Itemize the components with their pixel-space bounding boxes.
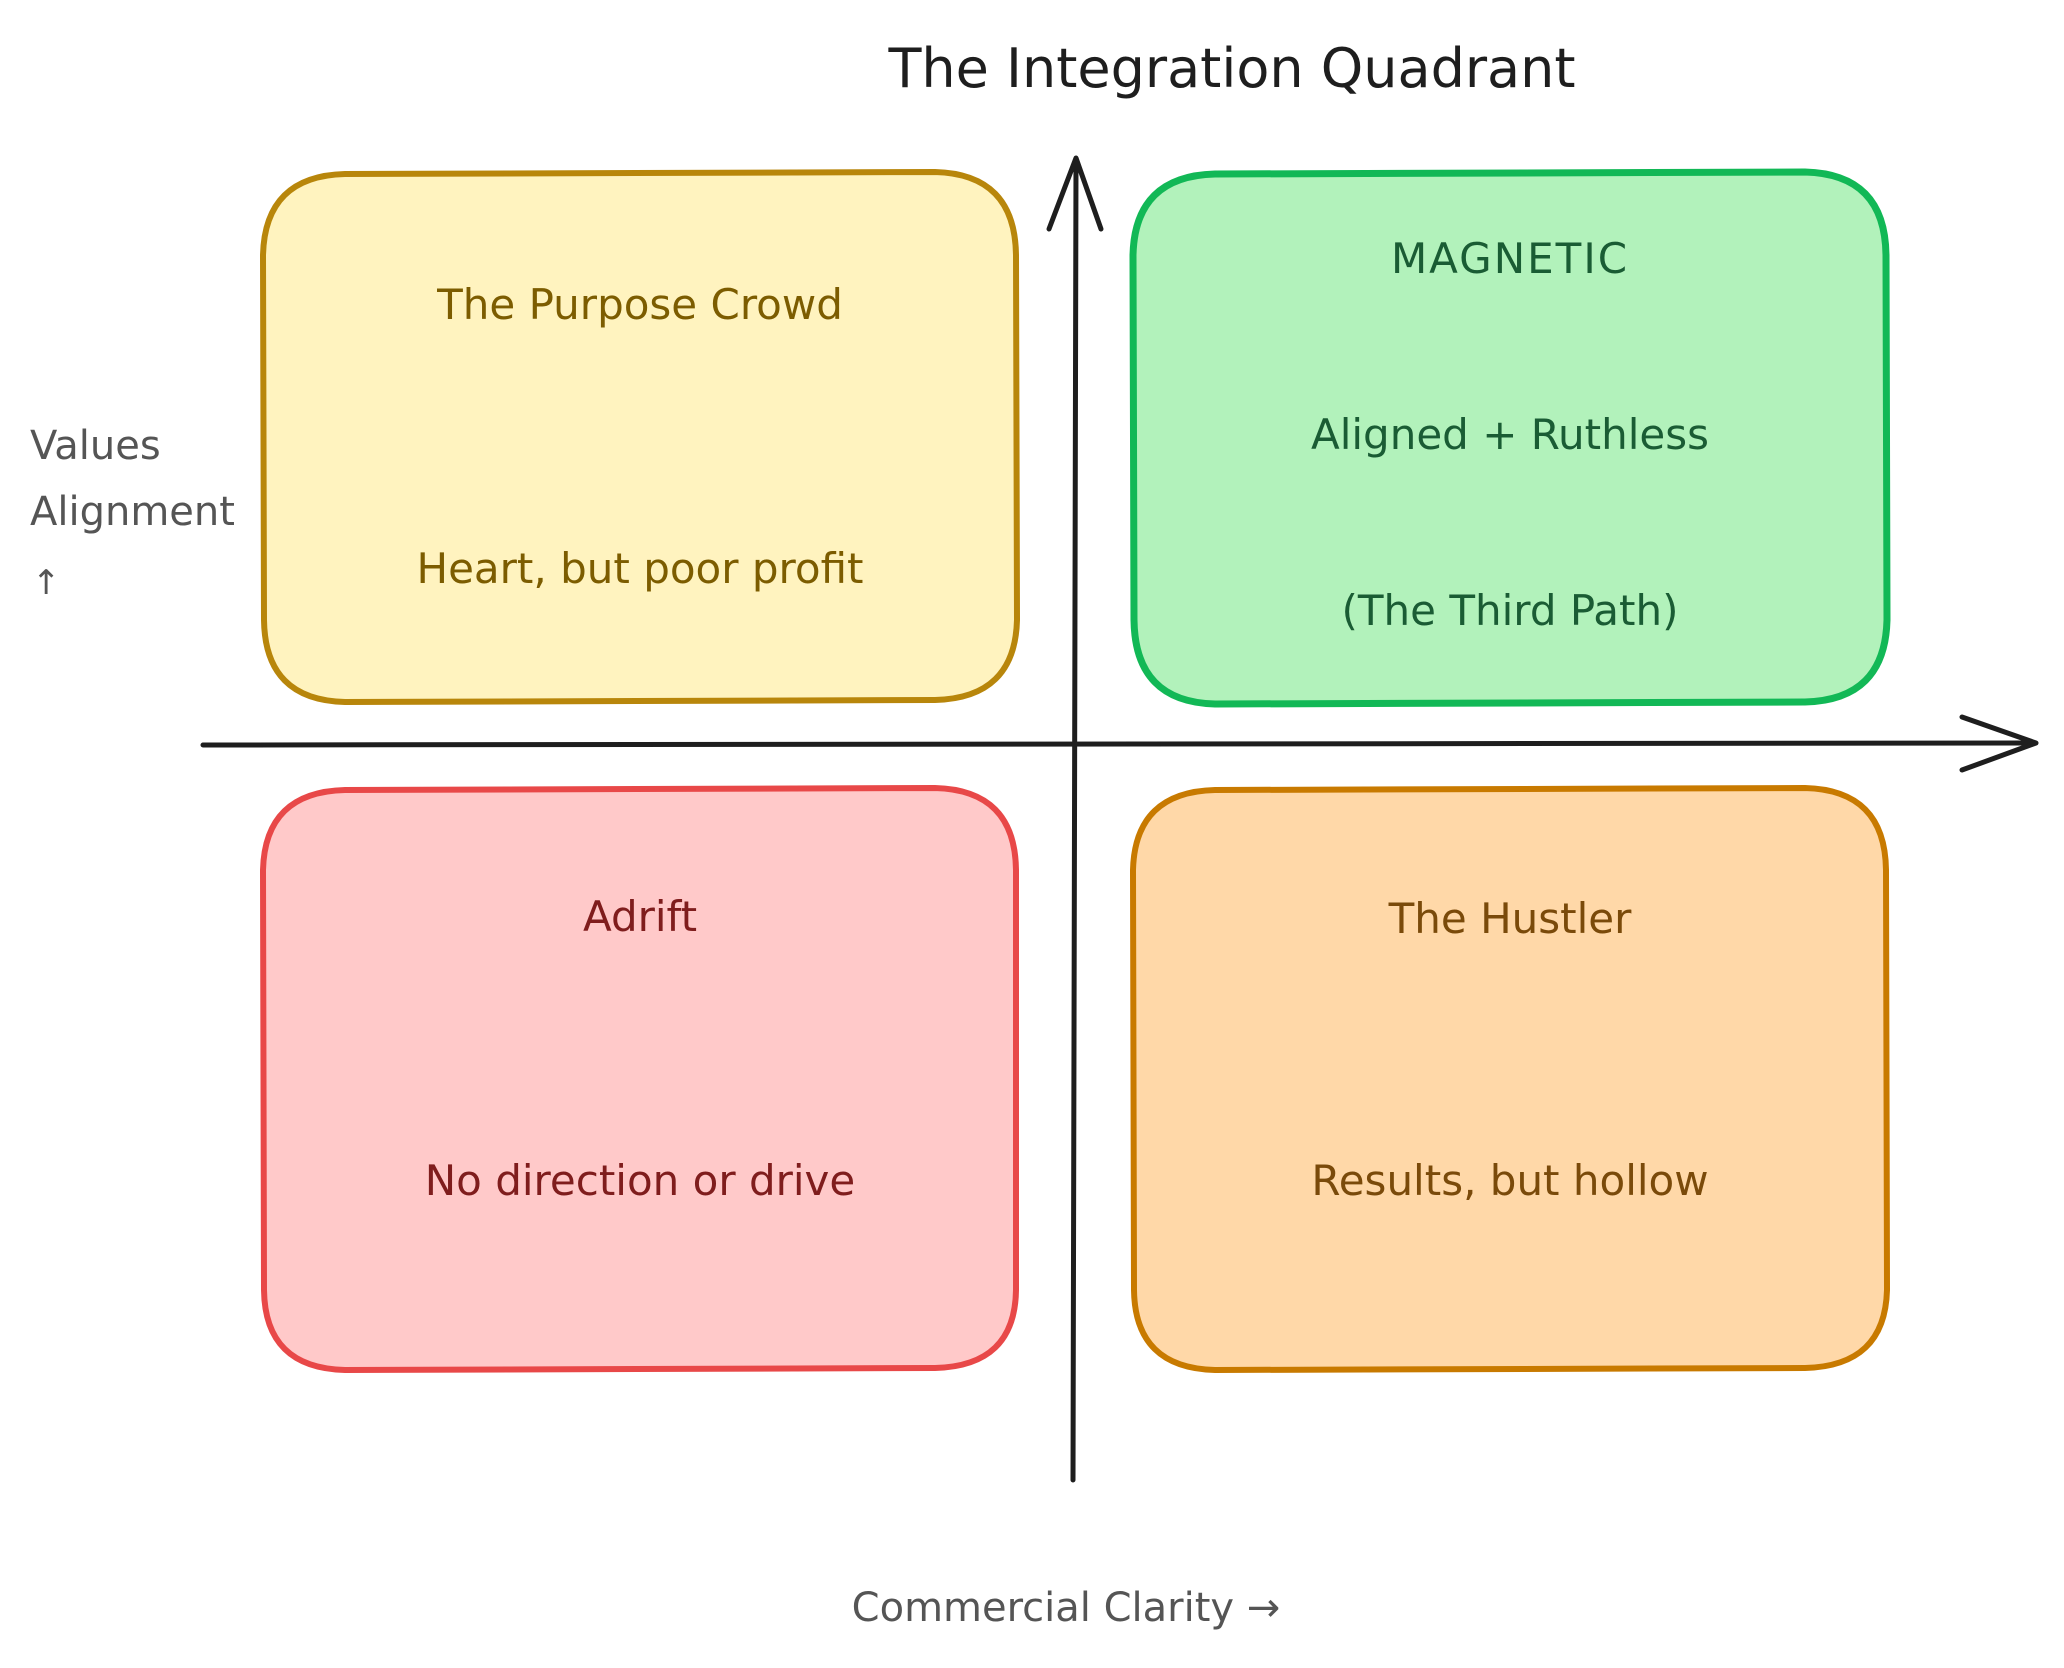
y-axis-label-line2: Alignment bbox=[30, 489, 235, 535]
quadrant-box-magnetic bbox=[1129, 168, 1891, 708]
x-axis-label: Commercial Clarity → bbox=[851, 1585, 1281, 1631]
hustler-description: Results, but hollow bbox=[1311, 1156, 1709, 1205]
hustler-heading: The Hustler bbox=[1388, 894, 1632, 943]
y-axis bbox=[1046, 155, 1104, 1483]
purpose-crowd-description: Heart, but poor profit bbox=[416, 544, 864, 593]
purpose-crowd-heading: The Purpose Crowd bbox=[437, 280, 843, 329]
magnetic-subheading: Aligned + Ruthless bbox=[1310, 410, 1710, 459]
adrift-heading: Adrift bbox=[582, 892, 698, 941]
magnetic-description: (The Third Path) bbox=[1341, 586, 1679, 635]
quadrant-box-hustler bbox=[1129, 784, 1891, 1374]
x-axis bbox=[200, 714, 2039, 773]
y-axis-label-line1: Values bbox=[30, 423, 161, 469]
adrift-description: No direction or drive bbox=[424, 1156, 856, 1205]
magnetic-heading: MAGNETIC bbox=[1390, 234, 1630, 283]
y-axis-arrowhead-icon bbox=[1046, 155, 1104, 232]
diagram-title: The Integration Quadrant bbox=[888, 37, 1576, 100]
quadrant-box-adrift bbox=[259, 784, 1019, 1374]
y-axis-up-arrow-icon: ↑ bbox=[32, 563, 61, 603]
x-axis-arrowhead-icon bbox=[1959, 714, 2039, 773]
quadrant-box-purpose-crowd bbox=[259, 168, 1021, 706]
